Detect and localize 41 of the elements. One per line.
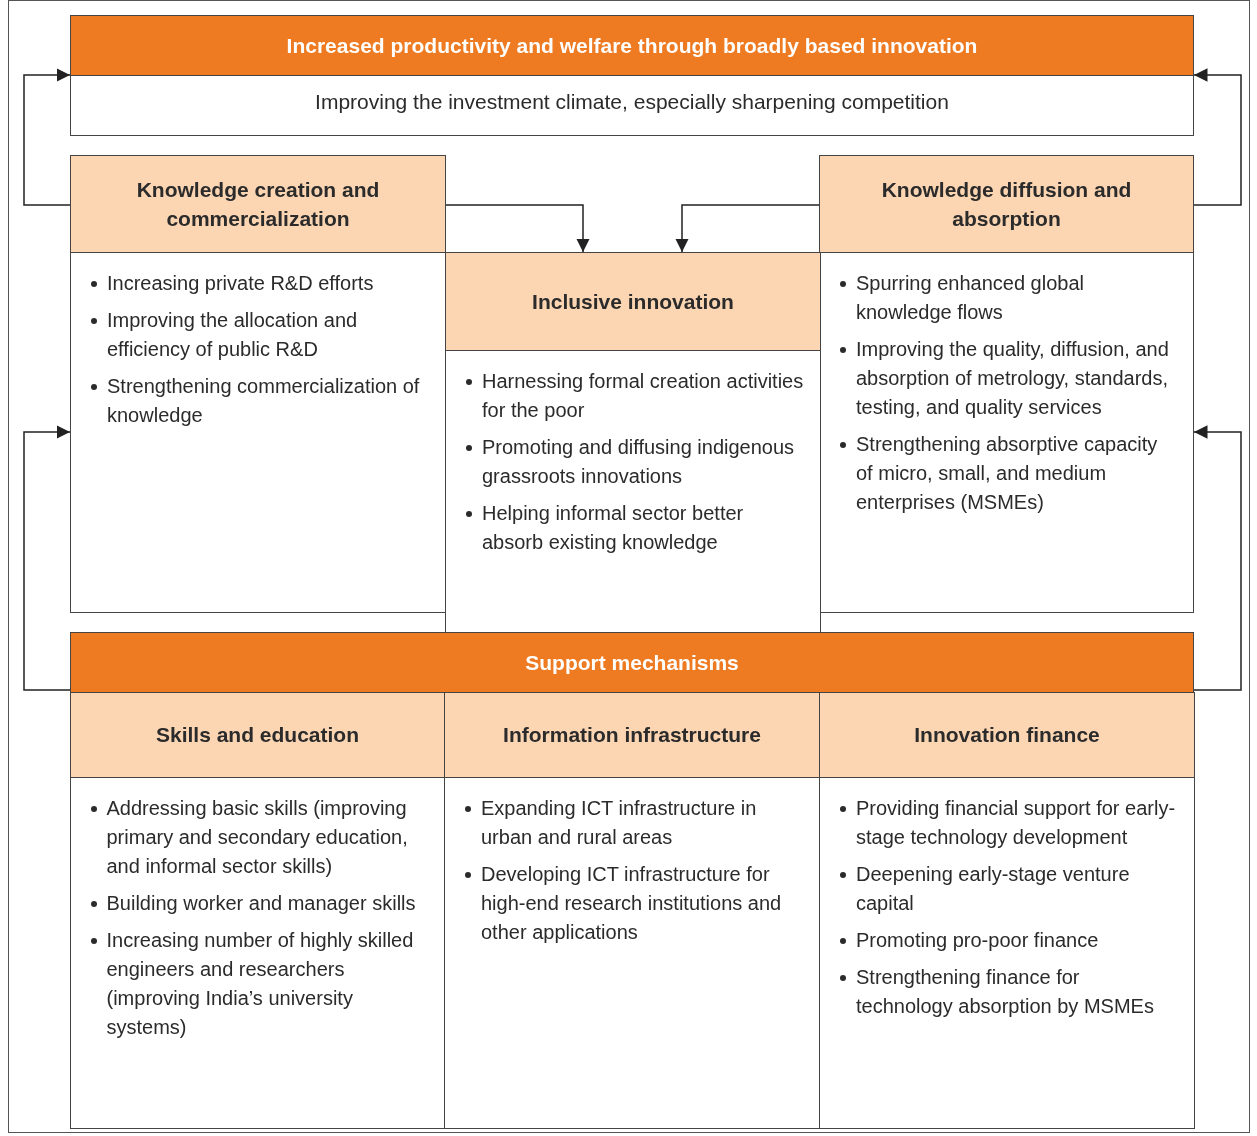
bullet-item: Developing ICT infrastructure for high-end research institutions and other applications xyxy=(481,862,782,943)
bullet-item: Improving the allocation and efficiency of public R&D xyxy=(107,309,358,360)
bullet-item: Strengthening absorptive capacity of micro, small, and medium enterprises (MSMEs) xyxy=(856,433,1158,513)
column-panel xyxy=(444,691,820,1129)
bullet-item: Spurring enhanced global knowledge flows xyxy=(856,272,1084,323)
bullet-item: Expanding ICT infrastructure in urban and rural areas xyxy=(481,796,757,848)
column-panel xyxy=(70,155,446,613)
column-heading: Inclusive innovation xyxy=(446,253,820,351)
bullet-item: Building worker and manager skills xyxy=(106,891,416,914)
subheading-text: Improving the investment climate, especially sharpening competition xyxy=(314,89,950,114)
section-panel xyxy=(70,15,1194,136)
column-heading: Knowledge diffusion and absorption xyxy=(820,156,1193,253)
bullet-item: Promoting pro-poor finance xyxy=(856,928,1099,951)
section-panel xyxy=(70,632,1194,1128)
column-panel xyxy=(819,155,1194,613)
heading-band: Increased productivity and welfare through broadly based innovation xyxy=(71,16,1193,76)
arrow xyxy=(23,68,71,206)
arrow xyxy=(445,204,590,253)
column-heading: Knowledge creation and commercialization xyxy=(71,156,445,253)
column-heading: Information infrastructure xyxy=(445,692,819,778)
column-heading: Innovation finance xyxy=(820,692,1194,778)
bullet-item: Increasing number of highly skilled engineers and researchers (improving India’s university systems) xyxy=(106,928,414,1038)
bullet-item: Providing financial support for early-stage technology development xyxy=(856,796,1176,848)
bullet-item: Addressing basic skills (improving primary and secondary education, and informal sector skills) xyxy=(106,796,408,877)
bullet-item: Increasing private R&D efforts xyxy=(107,272,374,294)
heading-band: Support mechanisms xyxy=(71,633,1193,693)
bullet-item: Deepening early-stage venture capital xyxy=(856,862,1130,914)
column-panel xyxy=(69,691,446,1129)
bullet-item: Strengthening finance for technology absorption by MSMEs xyxy=(856,965,1154,1017)
bullet-item: Promoting and diffusing indigenous grassroots innovations xyxy=(482,436,795,487)
bullet-item: Helping informal sector better absorb existing knowledge xyxy=(482,502,744,553)
bullet-item: Improving the quality, diffusion, and absorption of metrology, standards, testing, and quality services xyxy=(856,338,1169,418)
bullet-item: Strengthening commercialization of knowledge xyxy=(107,375,420,426)
arrow xyxy=(23,425,71,691)
arrow xyxy=(1193,68,1242,206)
column-panel xyxy=(445,252,821,633)
column-panel xyxy=(819,691,1195,1129)
arrow xyxy=(675,204,820,253)
arrow xyxy=(1193,425,1242,691)
bullet-item: Harnessing formal creation activities for the poor xyxy=(482,370,804,421)
column-heading: Skills and education xyxy=(70,692,445,778)
